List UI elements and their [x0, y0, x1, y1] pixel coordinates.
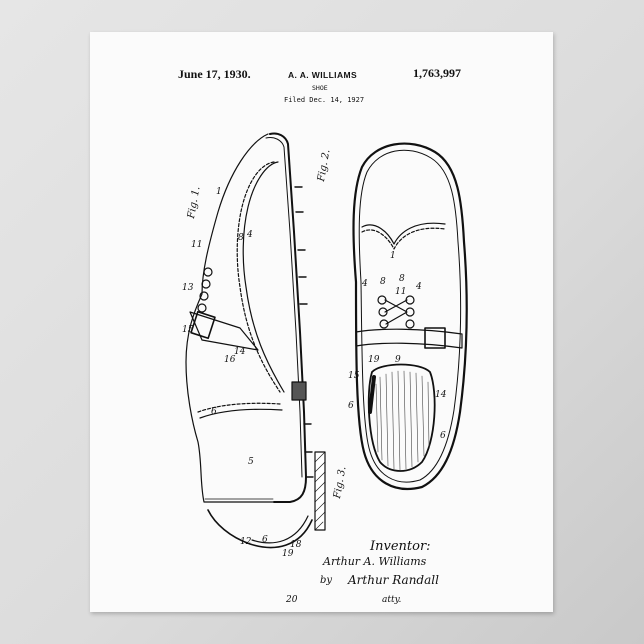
svg-text:9: 9 [395, 355, 401, 365]
patent-title: SHOE [312, 84, 328, 92]
inventor-signature: Arthur A. Williams [323, 555, 427, 568]
fig2-top-view [352, 142, 468, 491]
svg-text:14: 14 [234, 347, 246, 357]
svg-text:4: 4 [415, 282, 422, 292]
patent-number: 1,763,997 [413, 66, 461, 80]
by-label: by [320, 575, 333, 586]
svg-text:11: 11 [191, 240, 202, 250]
svg-text:14: 14 [435, 390, 447, 400]
svg-text:6: 6 [262, 535, 268, 545]
attorney-suffix: atty. [382, 595, 402, 605]
fig3-section [207, 451, 326, 549]
svg-text:1: 1 [390, 251, 396, 261]
svg-text:18: 18 [290, 540, 302, 550]
svg-text:6: 6 [348, 401, 354, 411]
svg-text:6: 6 [211, 407, 217, 417]
svg-text:13: 13 [182, 283, 194, 293]
attorney-signature: Arthur Randall [348, 573, 439, 587]
svg-text:15: 15 [182, 325, 194, 335]
svg-text:16: 16 [224, 355, 236, 365]
svg-text:6: 6 [440, 431, 446, 441]
svg-text:19: 19 [368, 355, 380, 365]
svg-text:8: 8 [399, 274, 405, 284]
svg-text:12: 12 [240, 537, 252, 547]
inventor-header: A. A. WILLIAMS [288, 70, 358, 80]
svg-text:5: 5 [248, 457, 254, 467]
patent-poster: June 17, 1930. A. A. WILLIAMS 1,763,997 … [90, 32, 553, 612]
svg-text:15: 15 [348, 371, 360, 381]
svg-text:20: 20 [285, 595, 298, 605]
fig1-side-view [185, 132, 314, 503]
patent-date: June 17, 1930. [178, 67, 251, 81]
svg-text:11: 11 [395, 287, 406, 297]
svg-text:4: 4 [246, 230, 253, 240]
svg-text:19: 19 [282, 549, 294, 559]
svg-text:4: 4 [361, 279, 368, 289]
filed-date: Filed Dec. 14, 1927 [284, 96, 365, 104]
svg-text:8: 8 [380, 277, 386, 287]
inventor-label: Inventor: [370, 539, 431, 554]
svg-text:8: 8 [238, 233, 244, 243]
svg-text:1: 1 [216, 187, 222, 197]
